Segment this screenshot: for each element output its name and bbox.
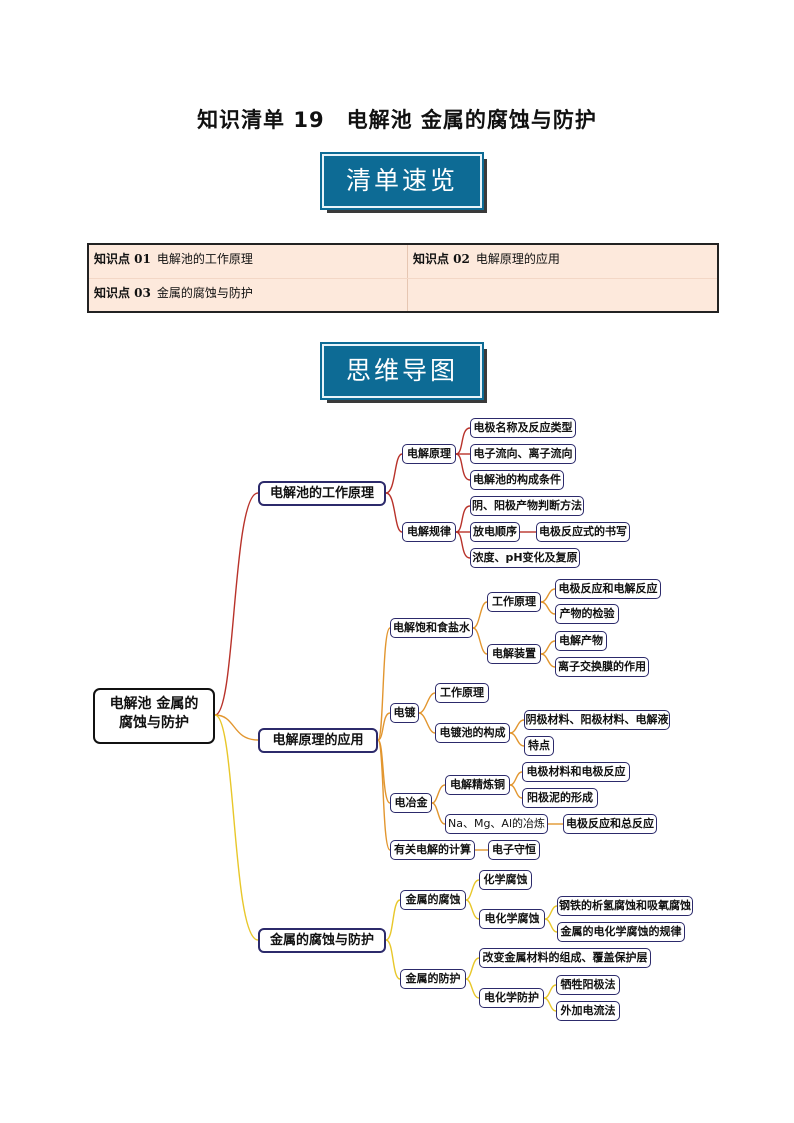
- node-product-judgement: 阴、阳极产物判断方法: [470, 496, 584, 516]
- branch-electrolysis-application: 电解原理的应用: [258, 728, 378, 753]
- branch-metal-corrosion: 金属的腐蚀与防护: [258, 928, 386, 953]
- knowledge-point-02: 知识点 02 电解原理的应用: [408, 245, 718, 279]
- node-brine-electrolysis: 电解饱和食盐水: [390, 618, 473, 638]
- node-corrosion-rules: 金属的电化学腐蚀的规律: [557, 922, 685, 942]
- node-electrolysis-product: 电解产物: [555, 631, 607, 651]
- mindmap-root: 电解池 金属的 腐蚀与防护: [93, 688, 215, 744]
- node-electrode-total-reaction: 电极反应和总反应: [563, 814, 657, 834]
- node-product-test: 产物的检验: [555, 604, 619, 624]
- node-electrolysis-principle: 电解原理: [402, 444, 456, 464]
- table-divider: [89, 278, 717, 279]
- mindmap-banner: 思维导图: [320, 342, 484, 400]
- node-electrometallurgy: 电冶金: [390, 793, 432, 813]
- node-hydrogen-oxygen-corrosion: 钢铁的析氢腐蚀和吸氧腐蚀: [557, 896, 693, 916]
- node-electrode-names: 电极名称及反应类型: [470, 418, 576, 438]
- kp-number: 知识点 02: [413, 252, 470, 266]
- node-electrolysis-rules: 电解规律: [402, 522, 456, 542]
- node-electrolysis-device: 电解装置: [487, 644, 541, 664]
- node-features: 特点: [524, 736, 554, 756]
- kp-number: 知识点 01: [94, 252, 151, 266]
- kp-label: 电解池的工作原理: [156, 252, 253, 266]
- node-discharge-order: 放电顺序: [470, 522, 520, 542]
- node-cathode-anode-electrolyte: 阴极材料、阳极材料、电解液: [524, 710, 670, 730]
- node-change-composition-coating: 改变金属材料的组成、覆盖保护层: [479, 948, 651, 968]
- node-anode-mud: 阳极泥的形成: [522, 788, 598, 808]
- node-copper-refining: 电解精炼铜: [445, 775, 510, 795]
- branch-electrolysis-principle: 电解池的工作原理: [258, 481, 386, 506]
- node-ion-exchange-membrane: 离子交换膜的作用: [555, 657, 649, 677]
- node-metal-protection: 金属的防护: [400, 969, 466, 989]
- knowledge-point-table: 知识点 01 电解池的工作原理 知识点 02 电解原理的应用 知识点 03 金属的腐蚀…: [87, 243, 719, 313]
- node-electrode-electrolysis-reaction: 电极反应和电解反应: [555, 579, 661, 599]
- node-electrochemical-corrosion: 电化学腐蚀: [479, 909, 545, 929]
- root-line-2: 腐蚀与防护: [119, 715, 189, 731]
- node-electrolysis-calculation: 有关电解的计算: [390, 840, 475, 860]
- knowledge-point-01: 知识点 01 电解池的工作原理: [89, 245, 407, 279]
- kp-label: 电解原理的应用: [475, 252, 560, 266]
- node-metal-corrosion: 金属的腐蚀: [400, 890, 466, 910]
- kp-label: 金属的腐蚀与防护: [156, 286, 253, 300]
- node-equation-writing: 电极反应式的书写: [536, 522, 630, 542]
- node-na-mg-al-smelting: Na、Mg、Al的冶炼: [445, 814, 548, 834]
- node-electron-flow: 电子流向、离子流向: [470, 444, 576, 464]
- node-electrochemical-protection: 电化学防护: [479, 988, 544, 1008]
- page-title: 知识清单 19 电解池 金属的腐蚀与防护: [197, 108, 597, 132]
- kp-number: 知识点 03: [94, 286, 151, 300]
- node-plating-principle: 工作原理: [435, 683, 489, 703]
- node-chemical-corrosion: 化学腐蚀: [479, 870, 532, 890]
- node-cell-conditions: 电解池的构成条件: [470, 470, 564, 490]
- node-sacrificial-anode: 牺牲阳极法: [556, 975, 620, 995]
- node-impressed-current: 外加电流法: [556, 1001, 620, 1021]
- node-ph-change: 浓度、pH变化及复原: [470, 548, 580, 568]
- overview-banner: 清单速览: [320, 152, 484, 210]
- node-electroplating: 电镀: [390, 703, 419, 723]
- node-working-principle: 工作原理: [487, 592, 541, 612]
- node-plating-cell-composition: 电镀池的构成: [435, 723, 510, 743]
- node-electrode-material-reaction: 电极材料和电极反应: [522, 762, 630, 782]
- knowledge-point-03: 知识点 03 金属的腐蚀与防护: [89, 279, 407, 313]
- node-electron-conservation: 电子守恒: [488, 840, 540, 860]
- root-line-1: 电解池 金属的: [109, 696, 199, 712]
